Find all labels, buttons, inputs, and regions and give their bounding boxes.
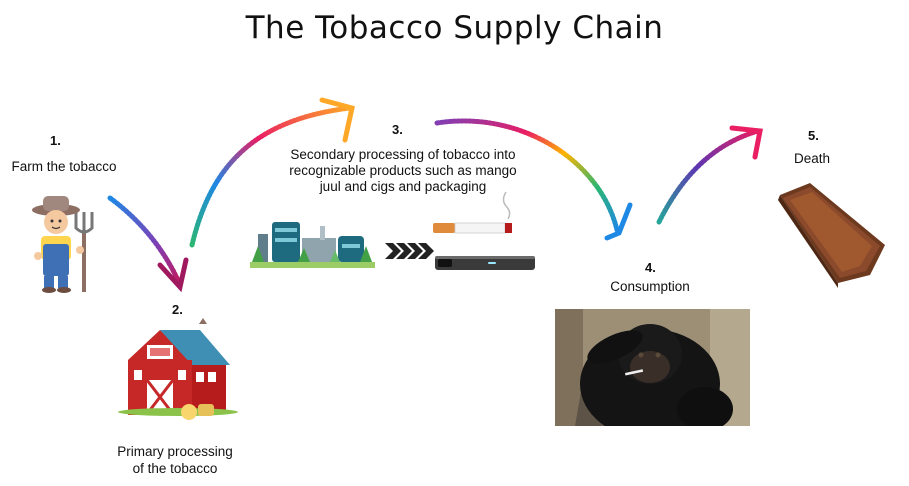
step-4-number: 4. [645, 260, 656, 275]
step-2-number: 2. [172, 302, 183, 317]
step-3-number: 3. [392, 122, 403, 137]
page-title: The Tobacco Supply Chain [245, 10, 664, 46]
chimpanzee-smoking-photo [555, 309, 750, 426]
arrow-1-to-2 [107, 195, 189, 293]
step-5-number: 5. [808, 128, 819, 143]
arrow-4-to-5 [656, 125, 763, 225]
step-4-label: Consumption [610, 279, 690, 294]
step-1-number: 1. [50, 133, 61, 148]
step-5-label: Death [793, 151, 831, 166]
arrow-3-to-4 [434, 118, 633, 241]
arrow-2-to-3 [189, 97, 355, 248]
step-3-label-line2: recognizable products such as mango [289, 163, 517, 178]
step-3-label-line1: Secondary processing of tobacco into [290, 147, 516, 162]
step-2-label-line2: of the tobacco [132, 461, 218, 476]
step-2-label-line1: Primary processing [117, 444, 233, 459]
step-1-label: Farm the tobacco [11, 159, 117, 174]
step-3-label-line3: juul and cigs and packaging [319, 179, 487, 194]
